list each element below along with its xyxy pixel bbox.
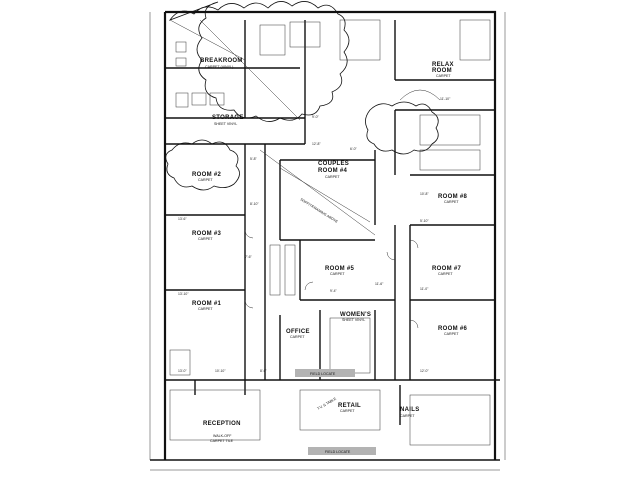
room-finish-couples: CARPET (325, 175, 340, 179)
room-finish-office: CARPET (290, 335, 305, 339)
revision-cloud-right (365, 101, 439, 155)
room-label-office: OFFICE (286, 329, 310, 335)
room-finish-room6: CARPET (444, 332, 459, 336)
exterior-walls (150, 10, 500, 471)
dimension-label: 11'-0" (420, 287, 429, 291)
room-label-room7: ROOM #7 (432, 266, 461, 272)
room-label-relax: RELAX (432, 62, 454, 68)
field-locate-bar-1 (295, 369, 355, 377)
room-label-room3: ROOM #3 (192, 231, 221, 237)
dimension-label: 6'-0" (350, 147, 358, 151)
room-finish-room2: CARPET (198, 178, 213, 182)
dimension-label: 9'-0" (312, 115, 320, 119)
diagonal-note: SOFFIT/FRAMING ABOVE (299, 197, 339, 224)
room-finish-room1: CARPET (198, 307, 213, 311)
revision-clouds (165, 1, 439, 191)
room-finish-room8: CARPET (444, 200, 459, 204)
revision-cloud-mid (165, 139, 240, 191)
room-finish-relax: CARPET (436, 74, 451, 78)
room-finish-room7: CARPET (438, 272, 453, 276)
dimension-label: 5'-10" (420, 219, 429, 223)
room-label-breakroom: BREAKROOM (200, 58, 243, 64)
room-finish-reception-2: CARPET TILE (210, 439, 234, 443)
room-label-reception: RECEPTION (203, 421, 241, 427)
tv-label: T.V. & TABLE (317, 396, 338, 410)
field-locate-bar-2 (308, 447, 376, 455)
room-finish-storage: SHEET VINYL (214, 122, 237, 126)
room-finish-breakroom: CARPET (VINYL) (205, 65, 233, 69)
room-label-room1: ROOM #1 (192, 301, 221, 307)
revision-cloud-top (168, 1, 350, 122)
dimension-label: 8'-10" (250, 202, 259, 206)
room-label-room2: ROOM #2 (192, 172, 221, 178)
dimension-label: 11'-6" (375, 282, 384, 286)
field-locate-bars: FIELD LOCATE FIELD LOCATE (295, 369, 376, 455)
dimension-label: 7'-6" (245, 255, 253, 259)
room-finish-reception-1: WALK-OFF (213, 434, 232, 438)
room-label-couples: COUPLES (318, 161, 349, 167)
dimension-label: 5'-8" (250, 157, 258, 161)
room-finish-retail: CARPET (340, 409, 355, 413)
dimension-label: 12'-0" (420, 369, 429, 373)
room-label-womens: WOMEN'S (340, 312, 371, 318)
room-finish-nails: CARPET (400, 414, 415, 418)
room-label-storage: STORAGE (212, 115, 244, 121)
dimension-label: 12'-8" (312, 142, 321, 146)
room-label-relax-2: ROOM (432, 68, 452, 74)
fixtures (149, 12, 506, 460)
dimension-label: 10'-8" (420, 192, 429, 196)
room-label-room5: ROOM #5 (325, 266, 354, 272)
field-locate-label-1: FIELD LOCATE (310, 372, 336, 376)
dimension-label: 13'-0" (178, 369, 187, 373)
room-label-retail: RETAIL (338, 403, 361, 409)
room-finish-womens: SHEET VINYL (342, 318, 365, 322)
interior-walls (165, 20, 500, 425)
dimension-label: 8'-6" (260, 369, 268, 373)
room-labels: BREAKROOM CARPET (VINYL) STORAGE SHEET V… (192, 58, 467, 443)
room-label-room8: ROOM #8 (438, 194, 467, 200)
dimension-label: 10'-10" (215, 369, 226, 373)
room-finish-room5: CARPET (330, 272, 345, 276)
room-finish-room3: CARPET (198, 237, 213, 241)
dimension-label: 9'-4" (330, 289, 338, 293)
room-label-room6: ROOM #6 (438, 326, 467, 332)
dimension-label: 13'-6" (178, 217, 187, 221)
dimension-label: 13'-10" (178, 292, 189, 296)
dimension-label: 11'-10" (440, 97, 451, 101)
room-label-couples-2: ROOM #4 (318, 168, 347, 174)
room-label-nails: NAILS (400, 407, 420, 413)
field-locate-label-2: FIELD LOCATE (325, 450, 351, 454)
dimensions: 13'-6" 13'-10" 5'-8" 8'-10" 9'-0" 12'-8" 6'-0"… (178, 97, 451, 373)
